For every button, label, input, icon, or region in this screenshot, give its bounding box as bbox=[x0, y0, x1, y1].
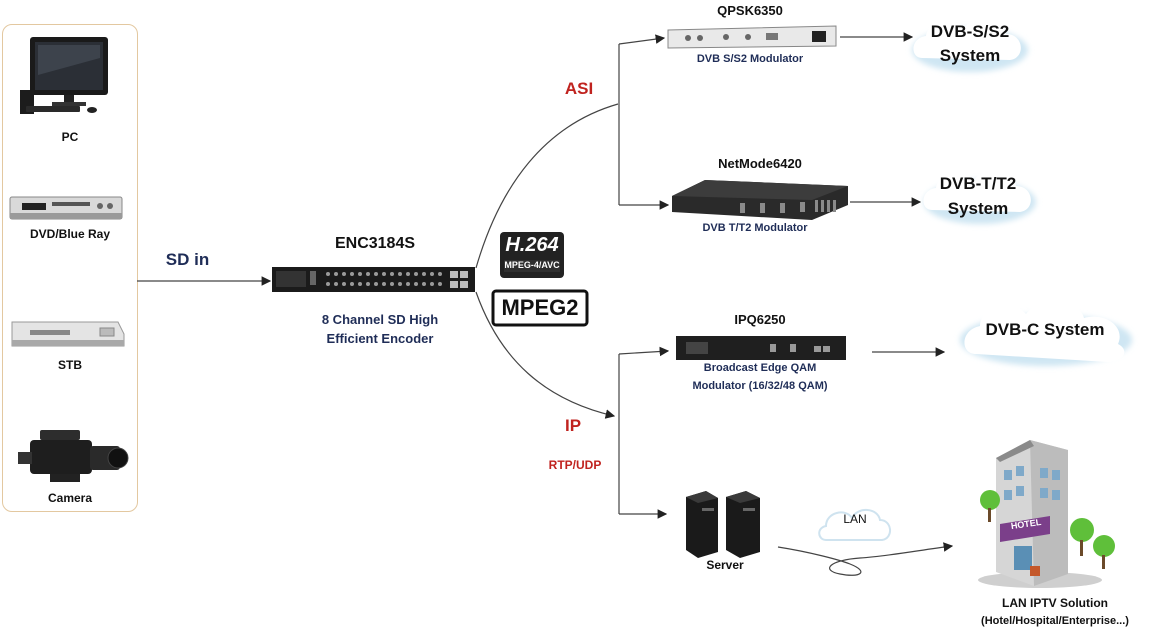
iptv-label-line1: LAN IPTV Solution bbox=[1002, 596, 1108, 610]
encoder-device bbox=[272, 267, 475, 292]
dvbt-system-line2: System bbox=[947, 199, 1009, 218]
ipq-device bbox=[676, 336, 846, 360]
encoder-desc-line1: 8 Channel SD High bbox=[321, 312, 439, 327]
dvd-player-icon bbox=[9, 196, 123, 220]
pc-icon bbox=[20, 37, 108, 114]
camera-label: Camera bbox=[47, 491, 93, 505]
lan-cloud bbox=[818, 509, 891, 541]
encoder-desc-line2: Efficient Encoder bbox=[326, 331, 434, 346]
encoder-name: ENC3184S bbox=[334, 235, 416, 252]
ip-label: IP bbox=[564, 416, 582, 435]
server-icon bbox=[686, 491, 760, 558]
netmode-name: NetMode6420 bbox=[718, 156, 802, 171]
dvbs-system-line2: System bbox=[939, 46, 1001, 65]
iptv-label-line2: (Hotel/Hospital/Enterprise...) bbox=[981, 615, 1129, 627]
qpsk-name: QPSK6350 bbox=[717, 3, 783, 18]
server-label: Server bbox=[706, 558, 744, 572]
dvbt-system-line1: DVB-T/T2 bbox=[939, 174, 1017, 193]
dvbs-system-line1: DVB-S/S2 bbox=[930, 22, 1010, 41]
hotel-building-icon bbox=[978, 440, 1115, 588]
dvbs-cloud bbox=[912, 19, 1028, 72]
ipq-desc-line2: Modulator (16/32/48 QAM) bbox=[692, 380, 828, 392]
lan-label: LAN bbox=[843, 512, 867, 526]
asi-to-qpsk-line bbox=[618, 34, 666, 45]
dvbc-system: DVB-C System bbox=[985, 320, 1105, 339]
sd-in-label: SD in bbox=[165, 250, 210, 269]
rtp-udp-label: RTP/UDP bbox=[548, 458, 602, 472]
stb-icon bbox=[11, 321, 125, 347]
qpsk-desc: DVB S/S2 Modulator bbox=[696, 53, 804, 65]
stb-label: STB bbox=[58, 358, 82, 372]
h264-badge bbox=[500, 232, 564, 278]
camera-icon bbox=[18, 430, 129, 482]
ipq-name: IPQ6250 bbox=[734, 312, 786, 327]
h264-subtext: MPEG-4/AVC bbox=[504, 260, 560, 270]
dvd-label: DVD/Blue Ray bbox=[29, 227, 111, 241]
h264-text: H.264 bbox=[505, 234, 559, 256]
netmode-device bbox=[672, 180, 848, 220]
qpsk-device bbox=[667, 25, 837, 49]
dvbc-cloud bbox=[960, 302, 1132, 366]
ip-to-ipq-line bbox=[618, 346, 670, 357]
ip-curve bbox=[475, 291, 616, 419]
ipq-desc-line1: Broadcast Edge QAM bbox=[703, 362, 817, 374]
netmode-desc: DVB T/T2 Modulator bbox=[702, 222, 808, 234]
pc-label: PC bbox=[61, 130, 79, 144]
lan-line bbox=[777, 542, 954, 576]
asi-curve bbox=[475, 103, 619, 269]
asi-label: ASI bbox=[564, 79, 594, 98]
dvbt-cloud bbox=[923, 171, 1036, 224]
mpeg2-badge bbox=[491, 289, 589, 327]
mpeg2-text: MPEG2 bbox=[501, 295, 579, 320]
